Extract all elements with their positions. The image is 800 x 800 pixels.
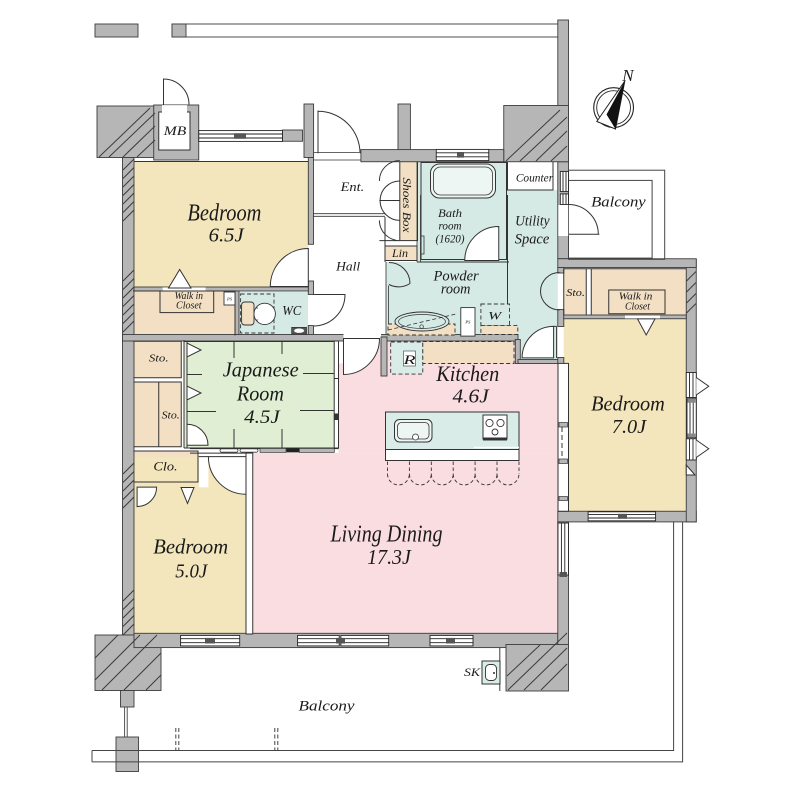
svg-text:Bath: Bath xyxy=(438,208,462,220)
svg-text:6.5J: 6.5J xyxy=(209,225,245,247)
svg-text:Closet: Closet xyxy=(176,301,203,312)
svg-text:Hall: Hall xyxy=(335,259,360,274)
svg-text:N: N xyxy=(621,66,635,85)
svg-text:Bedroom: Bedroom xyxy=(591,392,665,416)
svg-text:PS: PS xyxy=(226,297,233,302)
svg-text:5.0J: 5.0J xyxy=(175,561,208,583)
svg-text:Ent.: Ent. xyxy=(339,179,364,194)
svg-text:Balcony: Balcony xyxy=(299,699,356,715)
svg-text:17.3J: 17.3J xyxy=(367,545,412,569)
svg-text:Balcony: Balcony xyxy=(591,194,646,210)
svg-text:Powder: Powder xyxy=(433,269,479,285)
svg-text:Sto.: Sto. xyxy=(566,288,585,299)
svg-text:Lin: Lin xyxy=(391,248,408,260)
svg-text:Living Dining: Living Dining xyxy=(330,522,443,548)
svg-text:Closet: Closet xyxy=(625,301,651,313)
svg-text:Sto.: Sto. xyxy=(149,354,169,365)
svg-text:Clo.: Clo. xyxy=(153,460,177,474)
svg-text:room: room xyxy=(441,282,471,298)
svg-text:Walk in: Walk in xyxy=(175,291,203,302)
svg-text:7.0J: 7.0J xyxy=(612,416,647,438)
svg-text:SK: SK xyxy=(464,665,481,679)
svg-text:room: room xyxy=(439,221,462,233)
svg-text:Utility: Utility xyxy=(515,214,550,230)
svg-text:PS: PS xyxy=(464,320,471,325)
svg-text:Counter: Counter xyxy=(516,171,554,185)
svg-text:W: W xyxy=(488,309,502,323)
svg-text:Room: Room xyxy=(236,382,284,406)
svg-text:Walk in: Walk in xyxy=(619,291,653,303)
svg-text:Shoes Box: Shoes Box xyxy=(400,178,414,234)
svg-text:Space: Space xyxy=(515,232,550,248)
svg-text:4.6J: 4.6J xyxy=(453,387,491,408)
svg-text:(1620): (1620) xyxy=(436,234,465,246)
svg-text:MB: MB xyxy=(163,123,187,138)
svg-text:Bedroom: Bedroom xyxy=(187,201,261,227)
svg-text:Bedroom: Bedroom xyxy=(153,535,228,559)
svg-text:Kitchen: Kitchen xyxy=(435,361,499,386)
svg-text:4.5J: 4.5J xyxy=(244,407,281,428)
svg-text:Sto.: Sto. xyxy=(162,411,180,422)
svg-text:Japanese: Japanese xyxy=(223,358,299,382)
svg-text:WC: WC xyxy=(282,304,302,319)
svg-text:R: R xyxy=(402,353,416,367)
